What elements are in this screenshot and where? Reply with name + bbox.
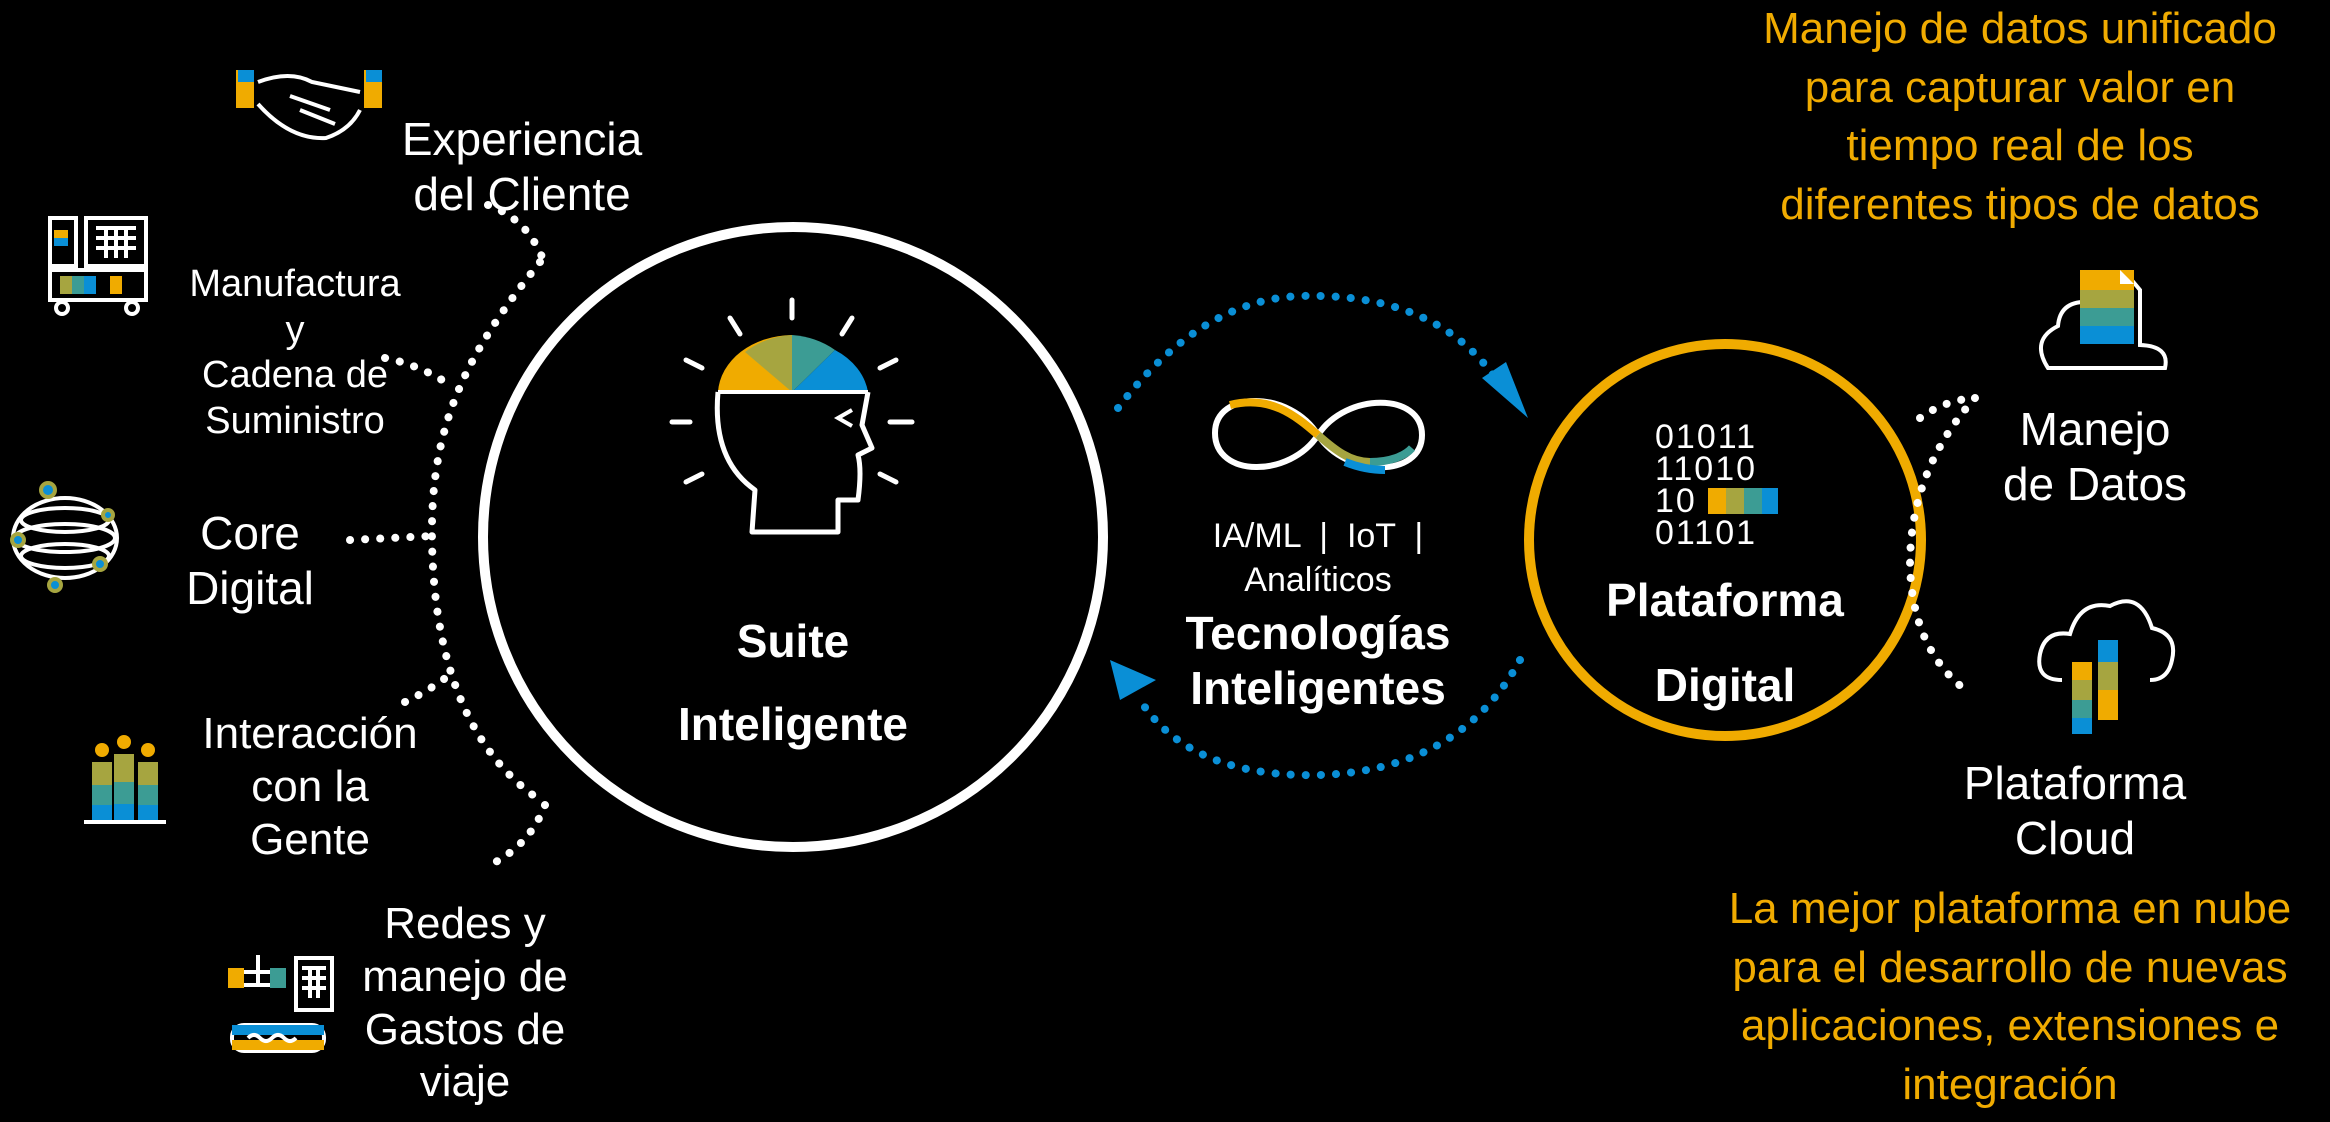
tech-subtitle-line-1: IA/ML | IoT | [1212,517,1424,555]
binary-line-4: 01101 [1655,514,1757,552]
text-line: para el desarrollo de nuevas [1732,942,2288,992]
tech-title-line-1: Tecnologías [1185,607,1451,659]
text-line: para capturar valor en [1804,62,2236,112]
text-line: tiempo real de los [1846,121,2194,171]
text-line: del Cliente [413,168,631,221]
text-line: Suministro [205,399,385,442]
text-line: Core [200,507,300,559]
text-line: La mejor plataforma en nube [1728,884,2292,933]
left-dotted-arc [427,258,544,804]
factory-truck-icon [48,216,148,316]
text-line: Gente [250,814,370,864]
text-line: con la [251,761,369,811]
text-line: Digital [186,562,314,615]
text-line: Manufactura [189,263,401,305]
connector-core [346,532,436,544]
top-cycle-arrowhead [1482,362,1528,418]
text-line: Manejo de datos unificado [1763,4,2277,53]
bottom-cycle-arc [1136,656,1524,780]
connector-manufactura [381,354,454,389]
suite-line-2: Inteligente [677,697,909,750]
text-line: aplicaciones, extensiones e [1740,1001,2280,1051]
bottom-cycle-arrowhead [1110,660,1156,700]
text-line: y [285,308,305,351]
suite-circle [478,222,1108,852]
infinity-icon [1211,398,1426,474]
text-line: Interacción [202,709,418,758]
right-dotted-arc [1905,394,1979,696]
cloud-database-icon [2038,270,2168,370]
cloud-platform-icon [2037,599,2175,734]
suite-line-1: Suite [736,615,850,667]
text-line: Cloud [2014,812,2136,865]
tech-title: Tecnologías Inteligentes [1148,606,1488,716]
platform-title: Plataforma Digital [1575,558,1875,728]
text-line: diferentes tipos de datos [1780,179,2260,229]
handshake-icon [236,70,382,141]
text-line: Experiencia [401,113,643,165]
connector-experiencia [484,201,549,269]
text-line: de Datos [2002,458,2188,511]
tech-subtitle: IA/ML | IoT | Analíticos [1168,514,1468,602]
globe-orbit-icon [10,481,119,593]
top-cycle-arc [1114,291,1504,412]
text-line: manejo de [362,951,568,1001]
platform-circle [1524,339,1926,741]
binary-line-2: 11010 [1655,450,1757,488]
binary-line-3: 10 [1655,482,1697,520]
note-top-text: Manejo de datos unificado para capturar v… [1720,0,2320,234]
text-line: Redes y [384,899,546,948]
connector-interaccion [401,672,452,706]
text-line: Gastos de [364,1004,566,1054]
text-line: Cadena de [202,354,388,397]
text-line: viaje [419,1057,511,1107]
text-line: integración [1902,1059,2118,1109]
note-bottom-text: La mejor plataforma en nube para el desar… [1690,880,2330,1114]
text-line: Plataforma [1963,757,2187,809]
platform-line-1: Plataforma [1606,574,1844,626]
note-top: Manejo de datos unificado para capturar v… [1720,0,2320,234]
tech-subtitle-line-2: Analíticos [1244,561,1392,600]
brain-head-icon [669,297,915,535]
connector-redes [486,801,549,869]
note-bottom: La mejor plataforma en nube para el desar… [1690,880,2330,1114]
people-icon [84,735,166,824]
tech-title-line-2: Inteligentes [1190,662,1446,715]
travel-expense-icon [228,955,334,1053]
platform-line-2: Digital [1654,659,1796,712]
text-line: Manejo [2019,403,2171,455]
binary-line-1: 01011 [1655,418,1757,456]
connector-manejo [1916,394,1979,422]
suite-title: Suite Inteligente [643,600,943,766]
binary-data-icon: 01011 11010 10 01101 [1655,418,1778,552]
